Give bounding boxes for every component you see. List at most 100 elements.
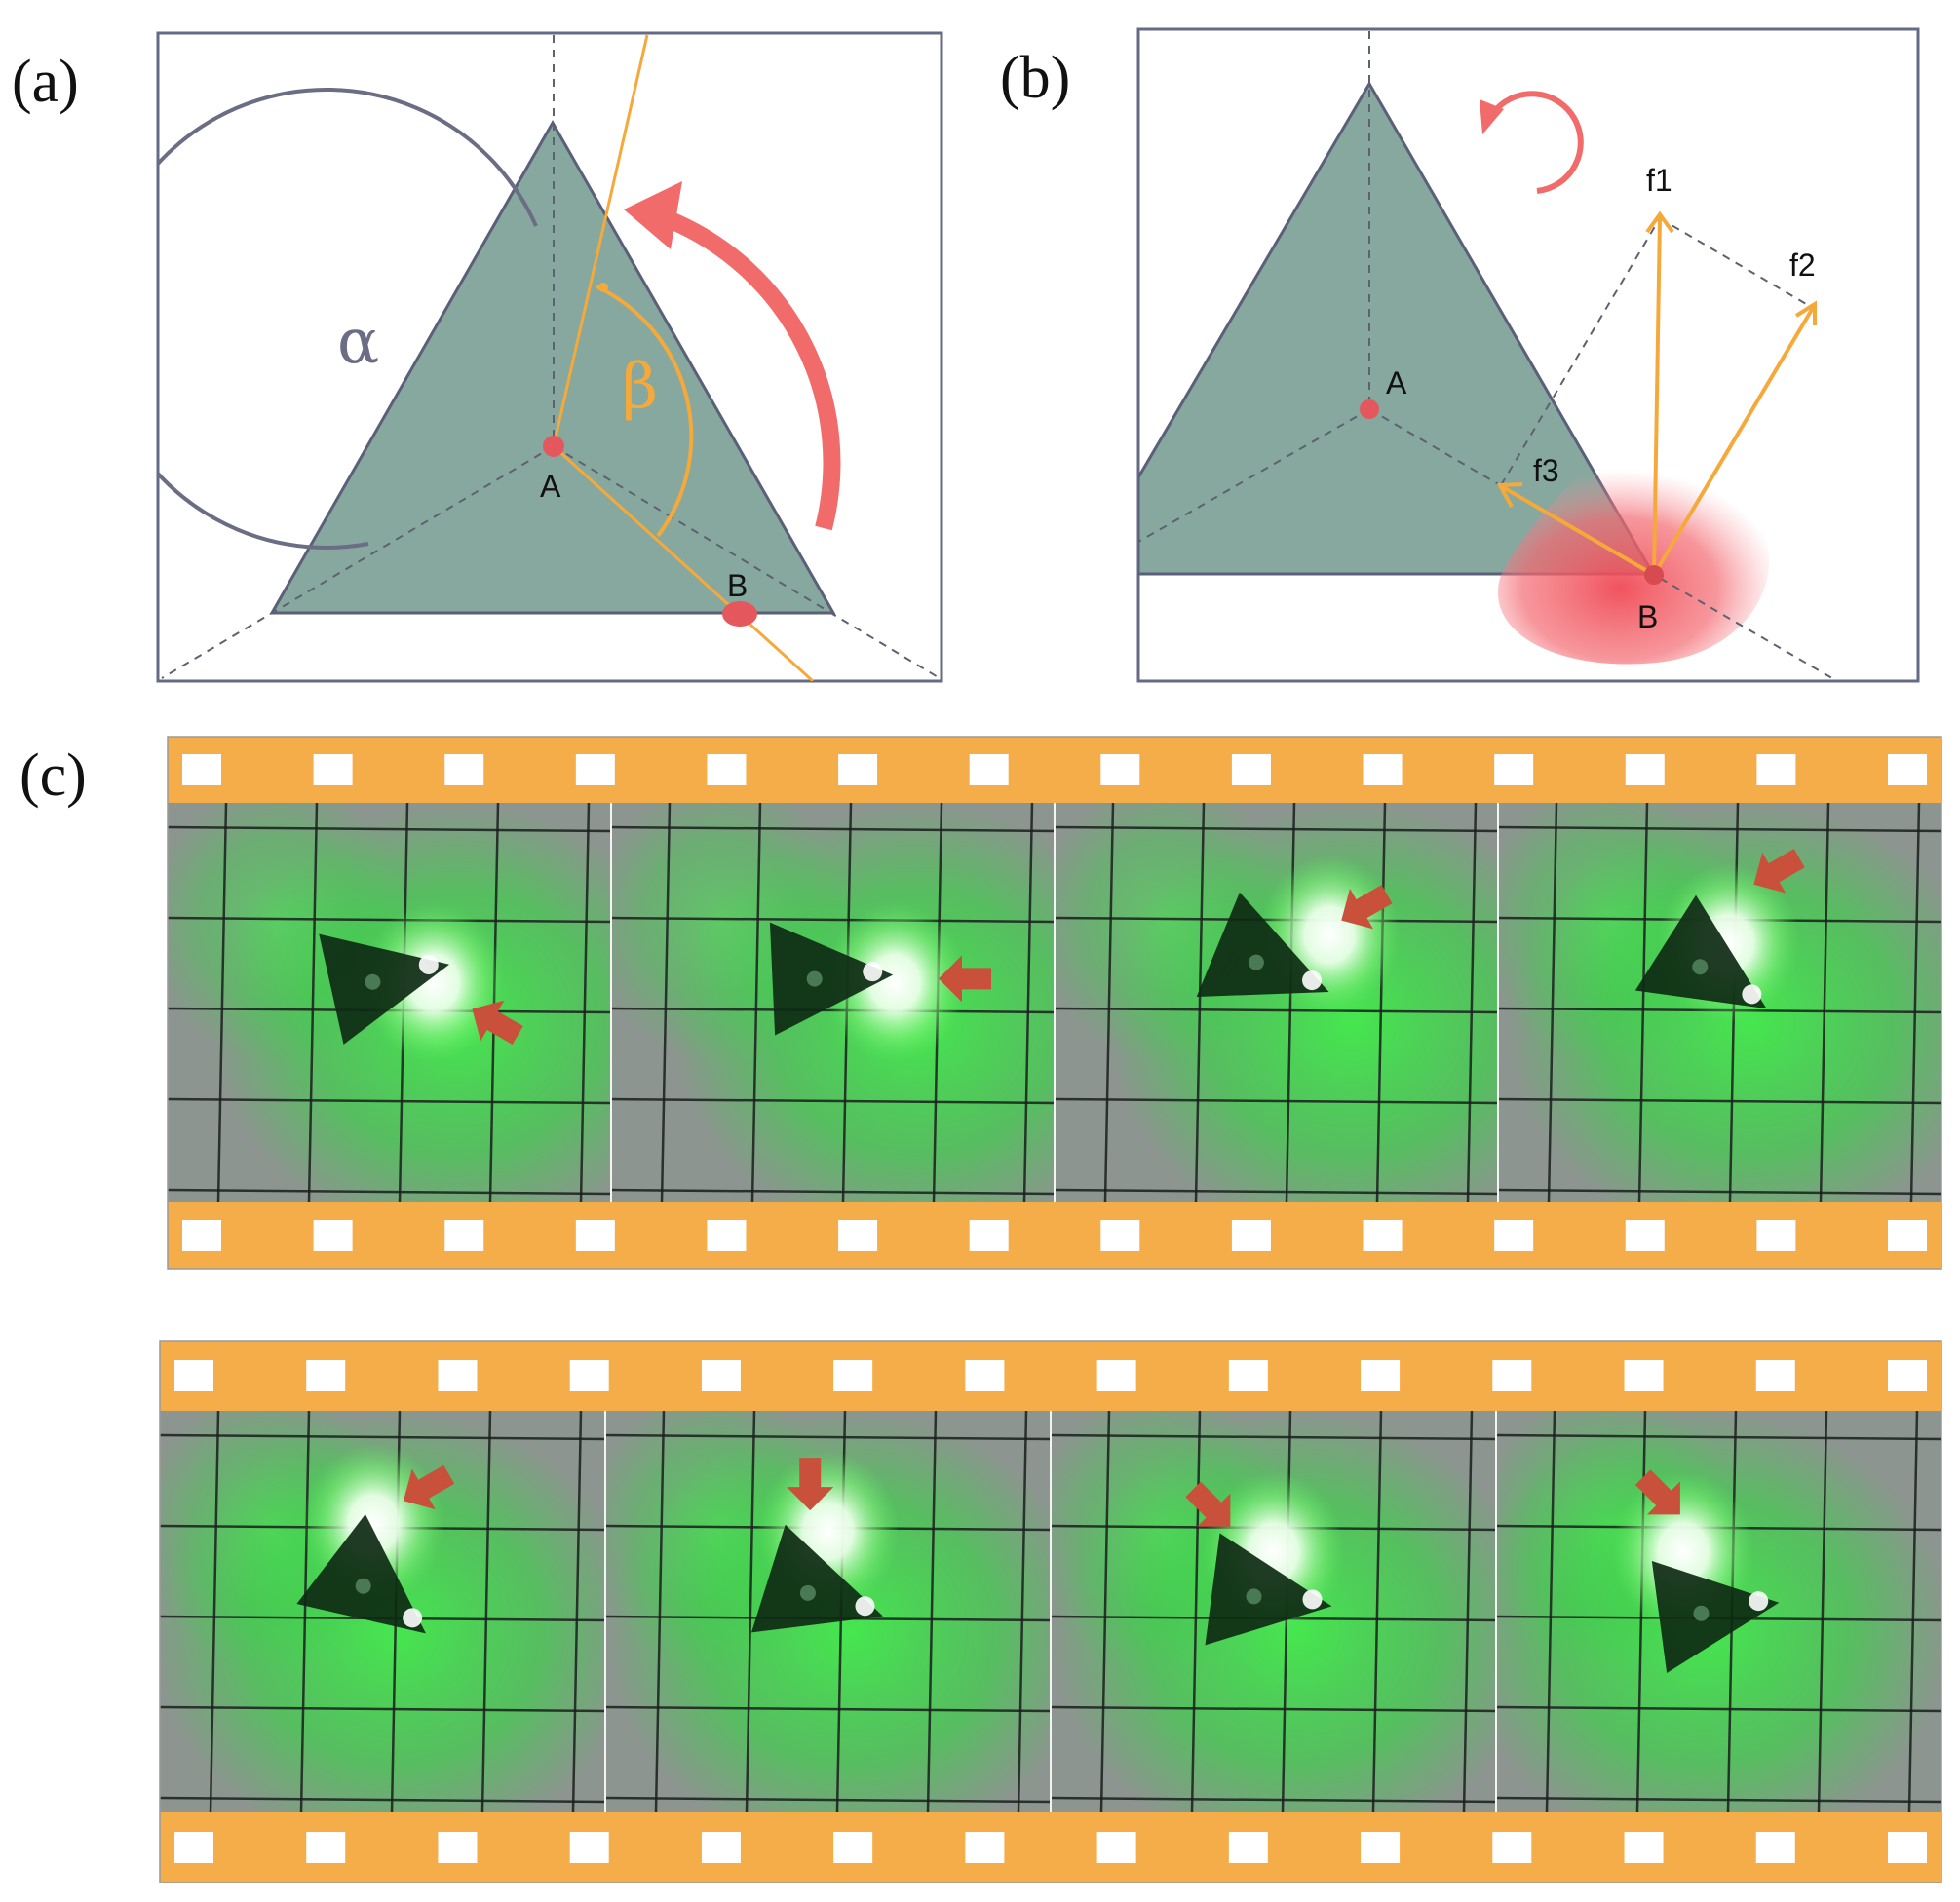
grid-line xyxy=(1051,1705,1496,1713)
grid-line xyxy=(1496,1433,1941,1441)
laser-glow xyxy=(1055,803,1299,1063)
grid-line xyxy=(299,1411,311,1812)
grid-line xyxy=(611,1188,1055,1196)
sprocket-hole xyxy=(1755,1832,1795,1863)
grid-line xyxy=(654,1411,666,1812)
sprocket-hole xyxy=(701,1360,741,1391)
sprocket-hole xyxy=(1494,754,1534,785)
direction-arrow-icon xyxy=(1185,1481,1231,1527)
video-frame xyxy=(1498,803,1941,1202)
sprocket-hole xyxy=(1888,754,1927,785)
point-b-label: B xyxy=(727,568,748,603)
sprocket-hole xyxy=(444,1220,484,1251)
force-f2-label: f2 xyxy=(1789,247,1816,283)
triangle-swimmer xyxy=(319,933,450,1045)
grid-line xyxy=(1545,1411,1556,1812)
grid-line xyxy=(1055,1097,1498,1105)
grid-line xyxy=(480,1411,492,1812)
orange-line-up xyxy=(552,34,649,447)
grid-line xyxy=(1819,803,1830,1202)
sprocket-hole xyxy=(575,754,615,785)
triangle-swimmer xyxy=(296,1513,426,1634)
orange-line-down xyxy=(552,444,815,681)
point-b-dot xyxy=(722,601,757,627)
grid-line xyxy=(611,825,1055,833)
sprocket-hole xyxy=(838,754,878,785)
grid-line xyxy=(1103,803,1115,1202)
grid-line xyxy=(1498,1188,1941,1196)
force-f2-arrow xyxy=(1652,300,1817,577)
point-b-dot-b xyxy=(1644,565,1664,585)
sprocket-hole xyxy=(1888,1220,1927,1251)
grid-line xyxy=(611,916,1055,924)
sprocket-hole xyxy=(575,1220,615,1251)
sprocket-hole xyxy=(438,1832,478,1863)
sprocket-hole xyxy=(969,754,1009,785)
direction-arrow-icon xyxy=(787,1458,834,1511)
video-frame xyxy=(168,803,611,1202)
panel-a: (a) α β A B xyxy=(12,31,943,683)
sprocket-hole xyxy=(965,1832,1005,1863)
direction-arrow-icon xyxy=(939,955,991,1003)
direction-arrow-icon xyxy=(403,1465,455,1510)
triangle-b xyxy=(1138,81,1656,576)
grid-line xyxy=(1055,1007,1498,1014)
film-band-top xyxy=(168,737,1941,803)
grid-line xyxy=(1909,803,1921,1202)
sprocket-hole xyxy=(306,1360,346,1391)
grid-line xyxy=(1055,825,1498,833)
point-a-dot xyxy=(543,436,564,457)
panel-c-label: (c) xyxy=(19,742,87,809)
sprocket-hole xyxy=(1756,754,1796,785)
sprocket-hole xyxy=(1494,1220,1534,1251)
force-f1-arrow xyxy=(1645,210,1674,576)
film-band-bottom xyxy=(160,1812,1941,1883)
panel-b: (b) xyxy=(1000,27,1920,683)
force-f1-label: f1 xyxy=(1646,163,1672,198)
sprocket-hole xyxy=(838,1220,878,1251)
sprocket-hole xyxy=(1755,1360,1795,1391)
video-frame xyxy=(1051,1411,1496,1812)
grid-line xyxy=(605,1796,1051,1804)
sprocket-hole xyxy=(1100,1220,1140,1251)
direction-arrow-icon xyxy=(472,1000,523,1046)
grid-line xyxy=(168,1097,611,1105)
beta-arc-start-dot xyxy=(598,283,608,292)
sprocket-hole xyxy=(313,754,353,785)
triangle-a xyxy=(269,119,836,615)
force-f3-label: f3 xyxy=(1533,453,1559,488)
grid-line xyxy=(160,1705,605,1713)
direction-arrow-icon xyxy=(1753,849,1805,894)
grid-line xyxy=(160,1433,605,1441)
sprocket-hole xyxy=(1756,1220,1796,1251)
grid-line xyxy=(1371,1411,1383,1812)
point-a-label: A xyxy=(540,469,561,504)
sprocket-hole xyxy=(1363,754,1403,785)
grid-line xyxy=(926,1411,938,1812)
sprocket-hole xyxy=(1492,1832,1532,1863)
grid-line xyxy=(1498,825,1941,833)
dashed-axis-right xyxy=(553,445,941,679)
grid-line xyxy=(1817,1411,1828,1812)
sprocket-hole xyxy=(1625,1220,1665,1251)
laser-hotspot xyxy=(363,902,505,1063)
direction-arrow-icon xyxy=(1341,885,1393,930)
sprocket-hole xyxy=(1096,1360,1136,1391)
sprocket-hole xyxy=(1100,754,1140,785)
direction-arrow-icon xyxy=(1634,1469,1680,1515)
sprocket-hole xyxy=(569,1360,609,1391)
sprocket-hole xyxy=(833,1832,873,1863)
triangle-swimmer xyxy=(1634,894,1767,1009)
grid-line xyxy=(745,1411,756,1812)
sprocket-hole xyxy=(1228,1832,1268,1863)
panel-a-label: (a) xyxy=(12,49,79,115)
sprocket-hole xyxy=(969,1220,1009,1251)
film-strip-2 xyxy=(159,1340,1942,1883)
grid-line xyxy=(1099,1411,1111,1812)
grid-line xyxy=(168,825,611,833)
grid-line xyxy=(1466,803,1478,1202)
grid-line xyxy=(1051,1433,1496,1441)
film-band-top xyxy=(160,1341,1941,1411)
angle-beta-label: β xyxy=(622,351,658,423)
sprocket-hole xyxy=(438,1360,478,1391)
